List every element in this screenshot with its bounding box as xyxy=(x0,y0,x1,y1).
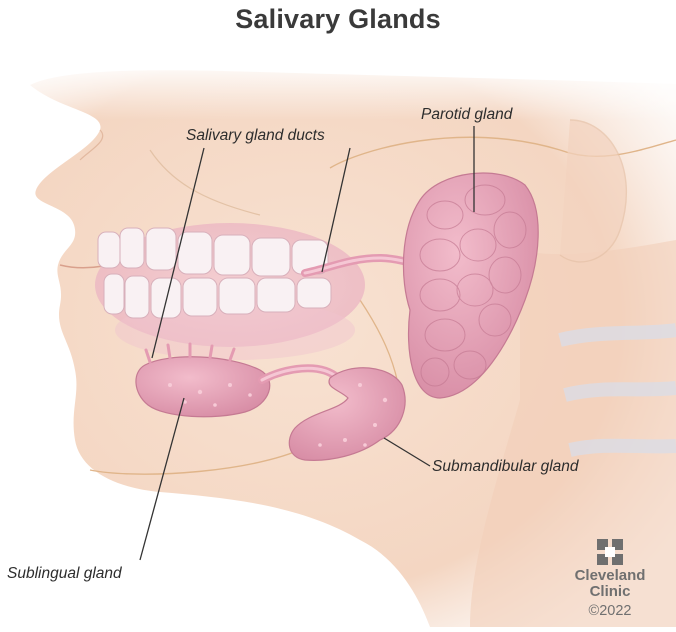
label-salivary-gland-ducts: Salivary gland ducts xyxy=(186,127,325,144)
leader-lines xyxy=(139,126,475,561)
label-submandibular-gland: Submandibular gland xyxy=(432,458,579,475)
leader-submandibular xyxy=(383,437,431,467)
logo-text-clinic: Clinic xyxy=(589,583,631,600)
logo-text-cleveland: Cleveland xyxy=(574,567,646,584)
cleveland-clinic-logo: Cleveland Clinic ©2022 xyxy=(565,539,655,619)
sublingual-gland xyxy=(135,342,271,418)
cleveland-clinic-logo-icon xyxy=(597,539,623,565)
teeth xyxy=(95,223,365,360)
copyright-text: ©2022 xyxy=(588,603,632,619)
leader-ducts-left xyxy=(151,147,205,359)
page-title: Salivary Glands xyxy=(235,4,441,34)
label-sublingual-gland: Sublingual gland xyxy=(7,565,122,582)
parotid-gland xyxy=(402,172,539,399)
submandibular-gland xyxy=(288,367,406,461)
label-parotid-gland: Parotid gland xyxy=(421,106,513,123)
vertebrae xyxy=(558,323,676,457)
ear xyxy=(559,119,628,263)
leader-sublingual xyxy=(139,397,185,561)
leader-ducts-right xyxy=(321,147,351,273)
